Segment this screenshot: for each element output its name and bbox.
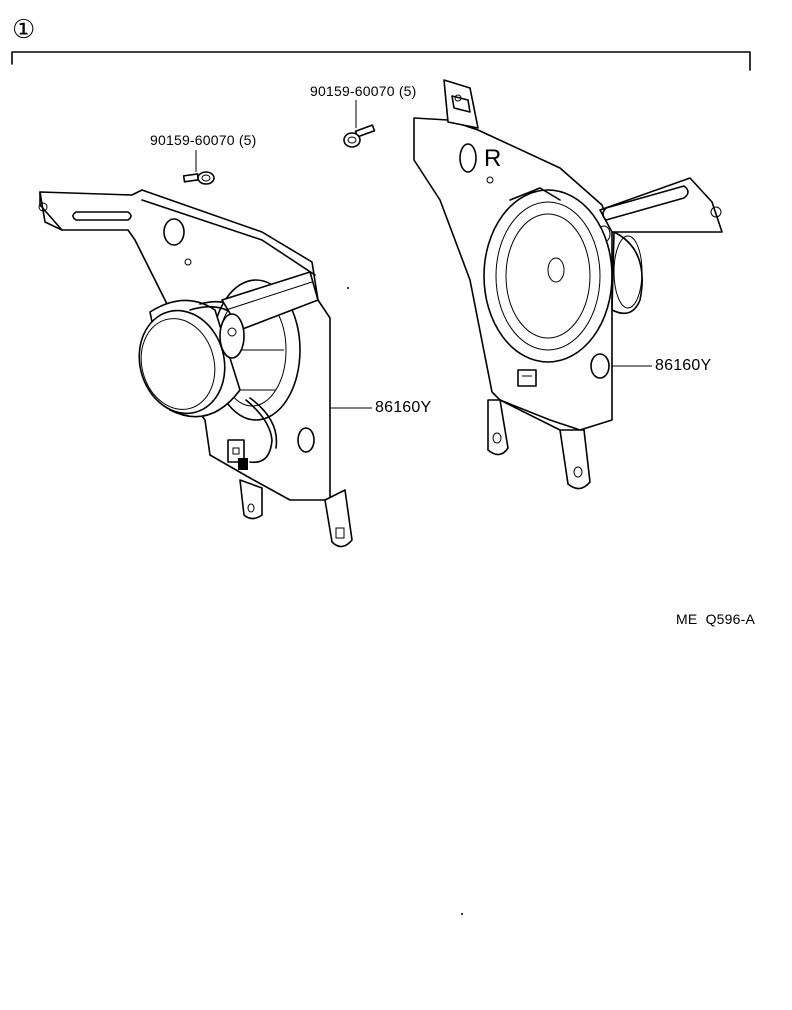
catalog-code: ME Q596-A [676,611,756,627]
group-bracket-line [11,51,751,71]
index-mark: ① [12,14,36,44]
speaker-right-label: 86160Y [655,357,712,374]
speaker-right-assembly [413,79,723,490]
speaker-left-label: 86160Y [375,399,432,416]
bracket-letter: R [484,145,502,172]
bolt-left-label: 90159-60070 (5) [150,132,257,148]
speaker-left-assembly [38,189,353,548]
bolt-right-label: 90159-60070 (5) [310,83,417,99]
leader-lines [330,365,652,409]
bolt-right-icon [343,100,376,148]
bolt-left-icon [182,150,215,185]
